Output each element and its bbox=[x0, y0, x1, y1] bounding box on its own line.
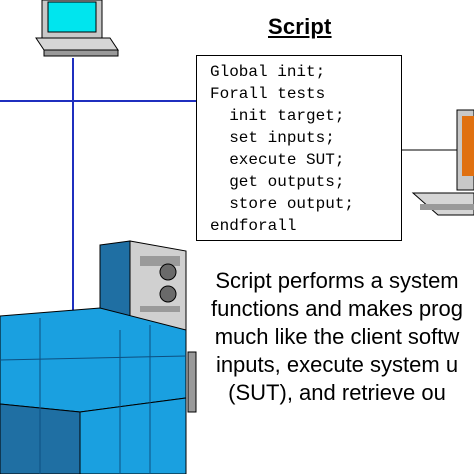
code-line: init target; bbox=[210, 107, 345, 125]
code-line: Global init; bbox=[210, 63, 326, 81]
description-line: functions and makes prog bbox=[211, 296, 463, 321]
script-title: Script bbox=[268, 14, 332, 39]
workstation-icon bbox=[35, 0, 119, 57]
code-line: get outputs; bbox=[210, 173, 345, 191]
description-line: much like the client softw bbox=[214, 324, 460, 349]
code-line: endforall bbox=[210, 217, 297, 235]
code-line: set inputs; bbox=[210, 129, 335, 147]
code-line: store output; bbox=[210, 195, 355, 213]
mainframe-server-icon bbox=[0, 240, 197, 474]
code-line: execute SUT; bbox=[210, 151, 345, 169]
description-line: Script performs a system bbox=[215, 268, 459, 293]
desktop-terminal-icon bbox=[411, 109, 474, 216]
code-line: Forall tests bbox=[210, 85, 326, 103]
script-code-box bbox=[196, 55, 402, 241]
description-line: (SUT), and retrieve ou bbox=[228, 380, 446, 405]
description-line: inputs, execute system u bbox=[215, 352, 459, 377]
